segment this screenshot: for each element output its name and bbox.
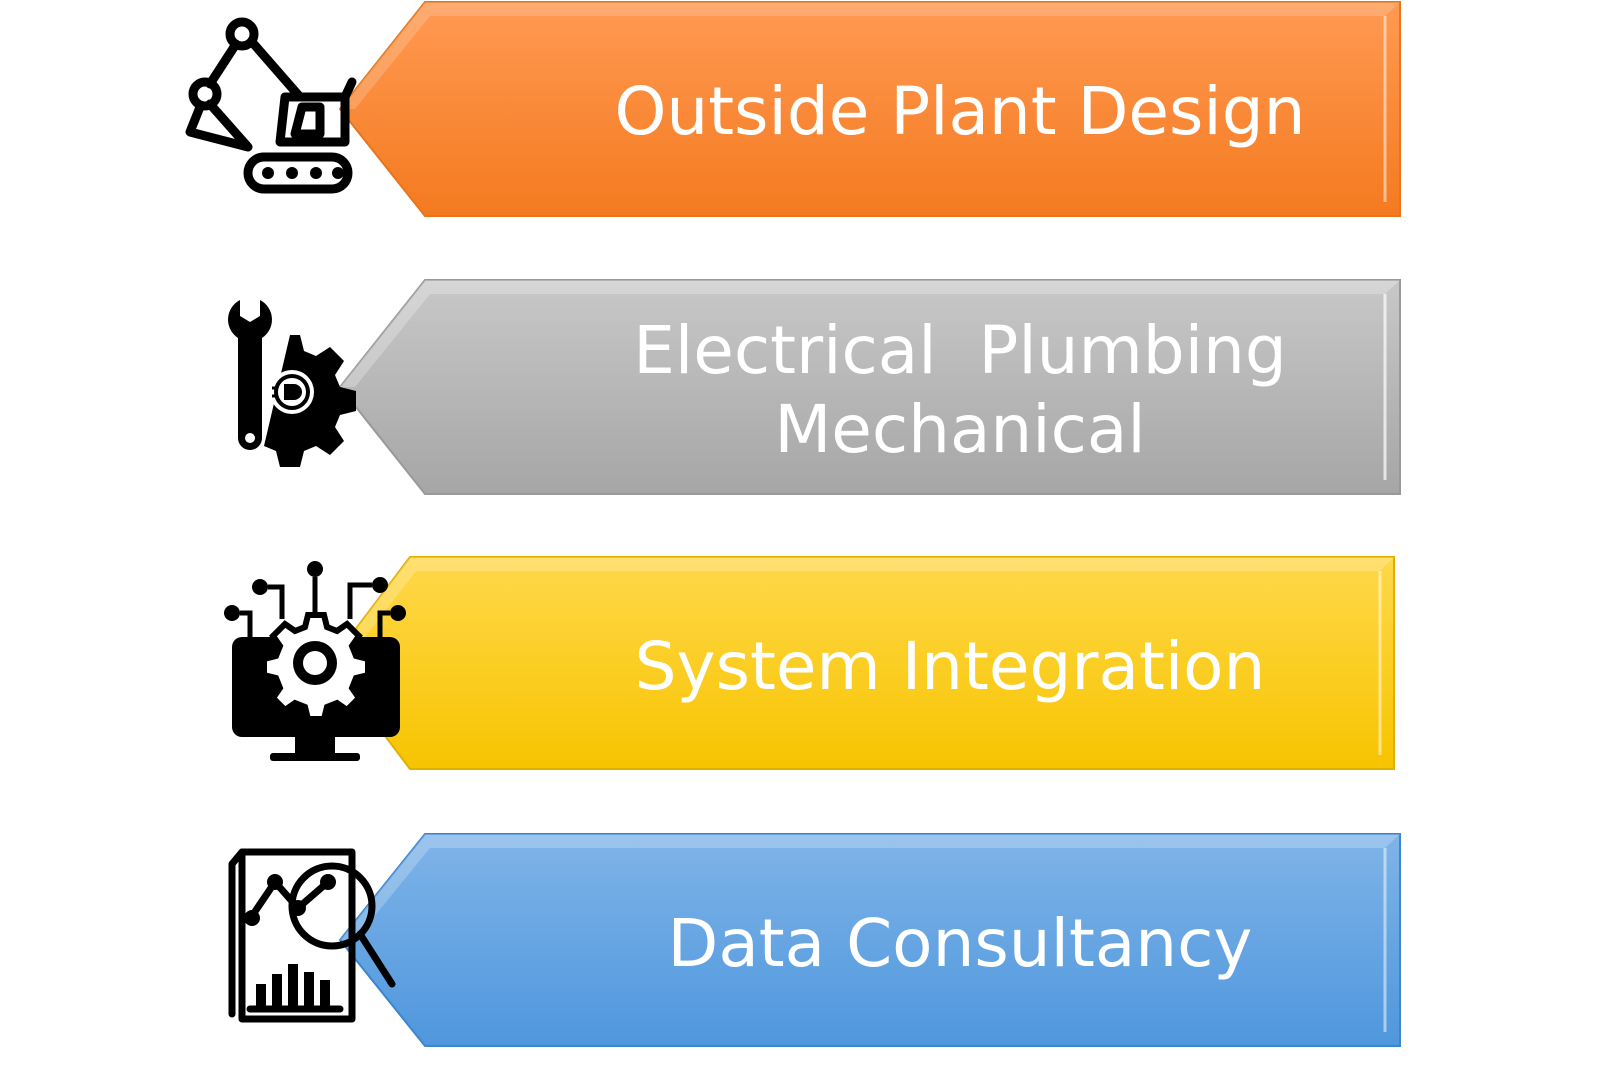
banner-system-integration: System Integration (328, 556, 1400, 777)
data-analysis-icon (170, 834, 410, 1054)
banner-shape (338, 279, 1401, 495)
banner-data-consultancy: Data Consultancy (338, 833, 1401, 1054)
banner-label: Electrical Plumbing Mechanical (633, 311, 1287, 468)
computer-gear-icon (170, 557, 410, 777)
banner-outside-plant: Outside Plant Design (338, 1, 1401, 222)
excavator-icon (170, 2, 410, 222)
banner-epm: Electrical Plumbing Mechanical (338, 279, 1401, 500)
banner-label: Data Consultancy (667, 905, 1253, 983)
banner-label: System Integration (634, 628, 1266, 706)
banner-label: Outside Plant Design (614, 73, 1306, 151)
banner-shape (338, 1, 1401, 217)
wrench-gear-icon (170, 280, 410, 500)
